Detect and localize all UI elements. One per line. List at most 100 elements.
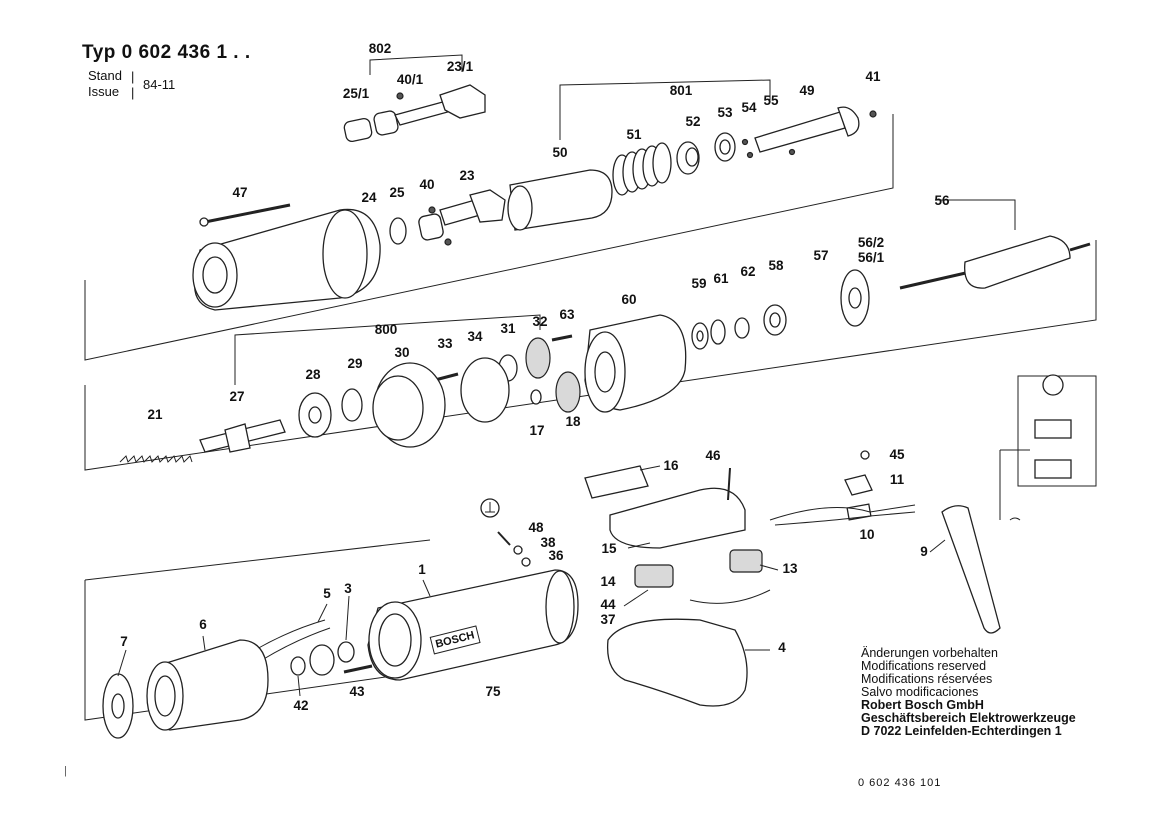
part-label: 10 (859, 527, 875, 542)
part-label: 40 (419, 177, 435, 192)
group-frame-upper (84, 114, 894, 361)
part-1-motor-housing (367, 569, 579, 681)
part-label: 3 (344, 581, 352, 596)
division-name: Geschäftsbereich Elektrowerkzeuge (861, 711, 1076, 725)
part-label: 48 (528, 520, 544, 535)
note-line: Modifications réservées (861, 672, 993, 686)
part-label: 36 (548, 548, 564, 563)
part-label: 47 (232, 185, 248, 200)
note-line: Modifications reserved (861, 659, 987, 673)
company-name: Robert Bosch GmbH (861, 698, 984, 712)
part-label: 41 (865, 69, 881, 84)
part-label: 9 (920, 544, 928, 559)
part-label: 24 (361, 190, 377, 205)
part-50-spindle-housing (507, 169, 613, 231)
part-label: 23 (459, 168, 475, 183)
part-label: 55 (763, 93, 779, 108)
part-14-switch (634, 564, 674, 588)
part-24-gear-housing (192, 208, 381, 311)
part-23-shaft (418, 189, 506, 246)
part-label: 23/1 (446, 59, 474, 74)
part-label: 32 (532, 314, 548, 329)
part-label: 63 (559, 307, 575, 322)
part-label: 21 (147, 407, 163, 422)
part-label: 31 (500, 321, 516, 336)
part-label: 54 (741, 100, 757, 115)
part-label: 27 (229, 389, 245, 404)
part-label: 38 (540, 535, 556, 550)
stand-label: Stand (88, 68, 122, 83)
part-6-field-coil (146, 639, 269, 731)
part-62-sleeve (734, 317, 750, 339)
part-label: 56/1 (857, 250, 885, 265)
part-label: 58 (768, 258, 784, 273)
part-47-screw (199, 203, 291, 227)
part-label: 61 (713, 271, 729, 286)
part-label: 34 (467, 329, 483, 344)
type-number: Typ 0 602 436 1 . . (82, 42, 251, 63)
part-34-o-ring (460, 357, 510, 423)
part-label: 53 (717, 105, 733, 120)
part-label: 25 (389, 185, 405, 200)
part-3-bushing (337, 641, 355, 663)
part-32-gear (525, 337, 551, 379)
part-label: 49 (799, 83, 815, 98)
part-label: 13 (782, 561, 798, 576)
part-16-rating-plate (584, 465, 649, 499)
part-30-flange (372, 362, 446, 448)
part-23-1-shaft (343, 84, 486, 143)
issue-label: Issue (88, 84, 120, 99)
part-label: 4 (778, 640, 786, 655)
part-56-armature (899, 235, 1091, 290)
header-separator: | (131, 69, 135, 84)
part-29-bearing (341, 388, 363, 422)
part-label: 28 (305, 367, 321, 382)
part-label: 33 (437, 336, 453, 351)
part-51-spring (612, 142, 672, 196)
part-15-switch-cover (609, 487, 746, 549)
note-line: Salvo modificaciones (861, 685, 979, 699)
part-label: 802 (368, 41, 392, 56)
part-label: 56 (934, 193, 950, 208)
part-label: 16 (663, 458, 679, 473)
part-label: 29 (347, 356, 363, 371)
part-label: 25/1 (342, 86, 370, 101)
part-label: 40/1 (396, 72, 424, 87)
part-18-gear (555, 371, 581, 413)
part-label: 15 (601, 541, 617, 556)
part-label: 51 (626, 127, 642, 142)
part-4-handle-shell (606, 618, 748, 707)
part-label: 11 (889, 472, 905, 487)
part-label: 42 (293, 698, 309, 713)
part-17-washer (530, 389, 542, 405)
part-49-spindle (754, 106, 860, 156)
issue-date: 84-11 (143, 77, 176, 92)
part-label: 59 (691, 276, 707, 291)
part-label: 44 (600, 597, 616, 612)
part-21-spring (119, 455, 193, 463)
part-13-suppressor (729, 549, 763, 573)
part-label: 800 (374, 322, 398, 337)
part-label: 17 (529, 423, 545, 438)
part-label: 6 (199, 617, 207, 632)
part-label: 43 (349, 684, 365, 699)
part-label: 60 (621, 292, 637, 307)
group-frame-lower (84, 580, 421, 721)
part-label: 50 (552, 145, 568, 160)
company-address: D 7022 Leinfelden-Echterdingen 1 (861, 724, 1062, 738)
part-label: 52 (685, 114, 701, 129)
part-label: 5 (323, 586, 331, 601)
part-label: 18 (565, 414, 581, 429)
part-label: 14 (600, 574, 616, 589)
header-separator: | (131, 85, 135, 100)
part-label: 7 (120, 634, 128, 649)
part-label: 62 (740, 264, 756, 279)
note-line: Änderungen vorbehalten (861, 646, 998, 660)
part-label: 46 (705, 448, 721, 463)
part-label: 37 (600, 612, 616, 627)
edge-mark: | (64, 765, 67, 777)
part-42-washer (290, 656, 306, 676)
part-label: 75 (485, 684, 501, 699)
part-label: 801 (669, 83, 693, 98)
document-number: 0 602 436 101 (858, 777, 942, 789)
